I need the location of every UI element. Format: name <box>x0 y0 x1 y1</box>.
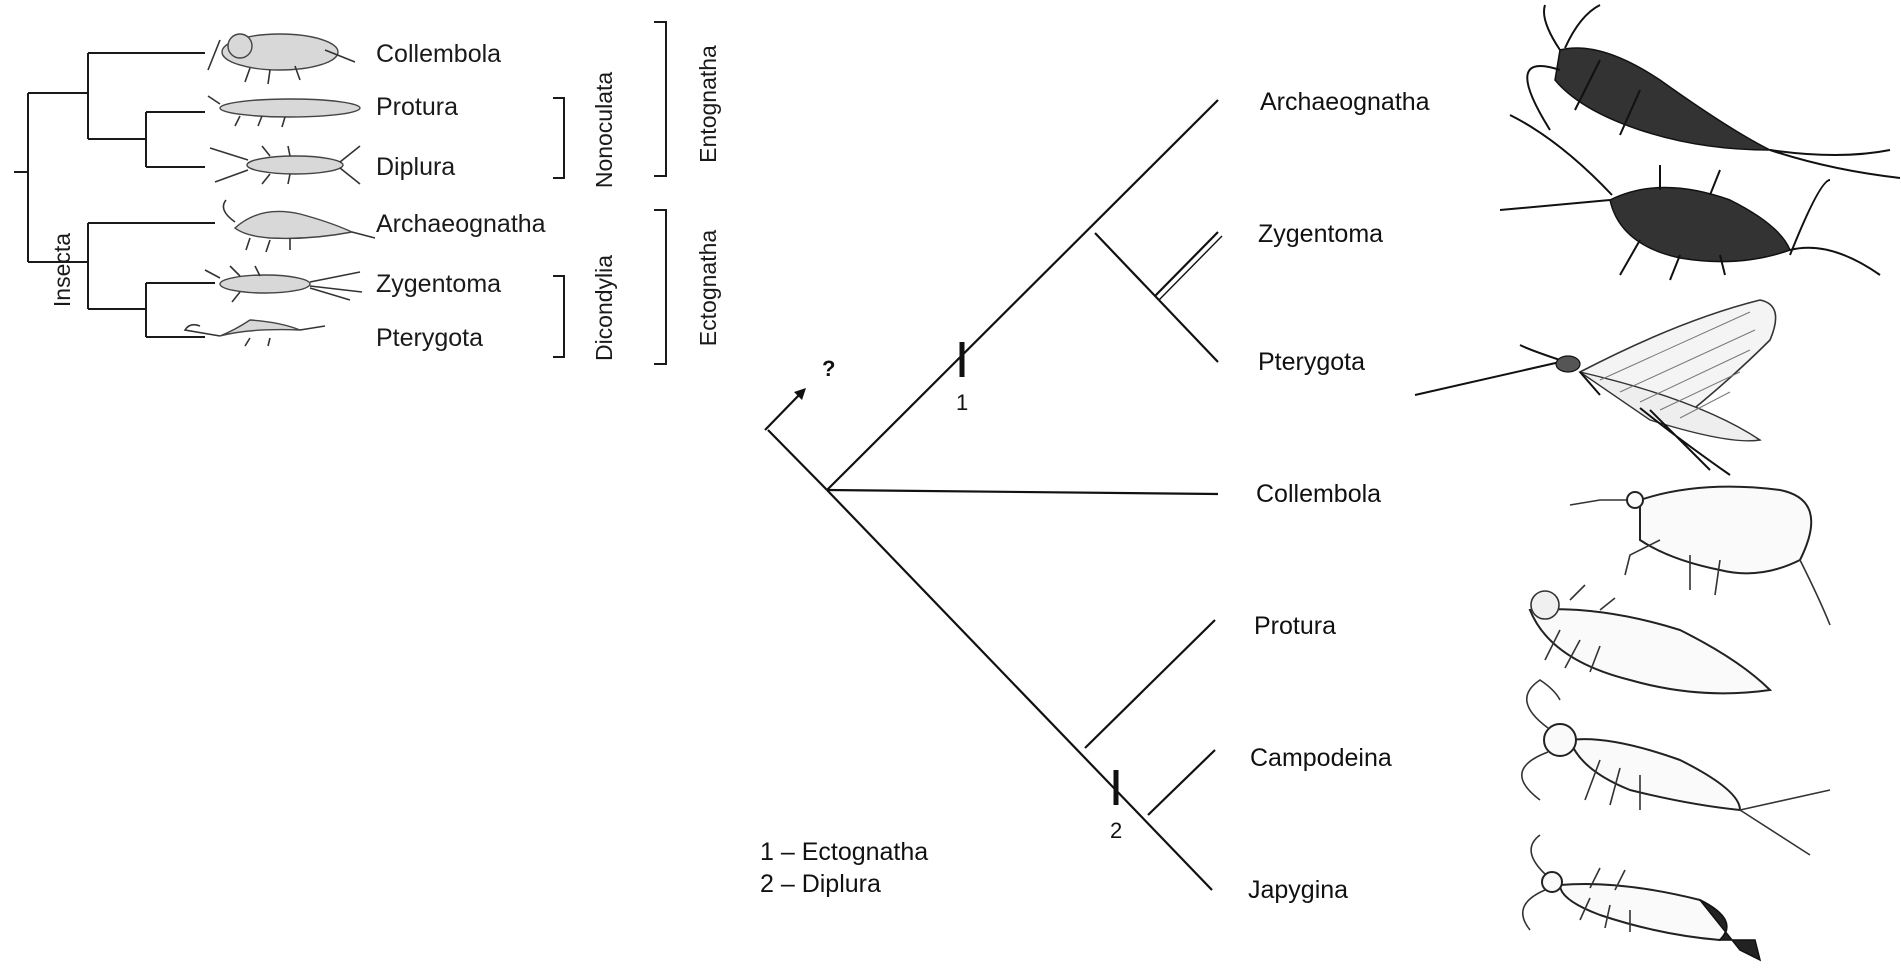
root-arrow-head-icon <box>794 388 806 400</box>
left-taxon-label: Protura <box>376 93 458 121</box>
campodeina-drawing-icon <box>1521 679 1831 856</box>
right-taxon-label: Japygina <box>1248 876 1348 904</box>
bracket-ectognatha <box>654 209 667 365</box>
right-root-arrow-line <box>764 393 801 431</box>
right-branch-protura <box>1084 619 1216 749</box>
japygina-drawing-icon <box>1521 834 1762 962</box>
collembola-drawing-icon <box>1569 485 1831 626</box>
right-branch-japygina <box>826 489 1213 891</box>
left-taxon-label: Diplura <box>376 153 455 181</box>
right-taxon-label: Collembola <box>1256 480 1381 508</box>
diplura-icon <box>209 145 361 185</box>
zygentoma-drawing-icon <box>1499 114 1881 281</box>
legend-item: 1 – Ectognatha <box>760 838 928 866</box>
root-question-mark: ? <box>822 356 835 381</box>
right-branch-pterygota <box>1094 232 1219 363</box>
legend-item: 2 – Diplura <box>760 870 881 898</box>
collembola-icon <box>207 33 356 85</box>
right-cladogram: ? 1 2 Archaeognatha Zygentoma Pterygota … <box>760 88 1430 904</box>
bracket-dicondylia <box>553 275 565 358</box>
bracket-entognatha <box>654 21 667 177</box>
bracket-nonoculata <box>553 97 565 179</box>
left-root-label: Insecta <box>49 233 75 307</box>
character-number: 2 <box>1110 818 1122 843</box>
right-branch-zygentoma-double <box>1158 235 1223 301</box>
right-taxon-label: Pterygota <box>1258 348 1365 376</box>
archaeognatha-drawing-icon <box>1526 4 1901 179</box>
right-taxon-label: Zygentoma <box>1258 220 1383 248</box>
group-label-entognatha: Entognatha <box>695 45 721 163</box>
pterygota-drawing-icon <box>1414 299 1777 476</box>
insect-drawings <box>1414 4 1901 962</box>
right-branch-campodeina <box>1147 749 1216 816</box>
right-root-branch <box>767 429 828 491</box>
left-taxon-label: Archaeognatha <box>376 210 546 238</box>
right-branch-zygentoma <box>1154 231 1219 297</box>
left-taxon-label: Pterygota <box>376 324 483 352</box>
right-taxon-label: Protura <box>1254 612 1336 640</box>
pterygota-icon <box>183 319 326 347</box>
character-number: 1 <box>956 390 968 415</box>
right-taxon-label: Campodeina <box>1250 744 1392 772</box>
protura-icon <box>207 95 361 128</box>
group-label-nonoculata: Nonoculata <box>591 72 617 189</box>
archaeognatha-icon <box>222 199 376 253</box>
right-branch-collembola <box>826 488 1219 496</box>
zygentoma-icon <box>204 265 363 303</box>
group-label-dicondylia: Dicondylia <box>591 255 617 361</box>
group-label-ectognatha: Ectognatha <box>695 230 721 347</box>
right-taxon-label: Archaeognatha <box>1260 88 1430 116</box>
right-branch-archaeognatha <box>826 99 1219 491</box>
left-taxon-label: Collembola <box>376 40 501 68</box>
left-taxon-label: Zygentoma <box>376 270 501 298</box>
protura-drawing-icon <box>1528 584 1773 695</box>
left-cladogram: Insecta Collembola Protura <box>14 21 721 365</box>
